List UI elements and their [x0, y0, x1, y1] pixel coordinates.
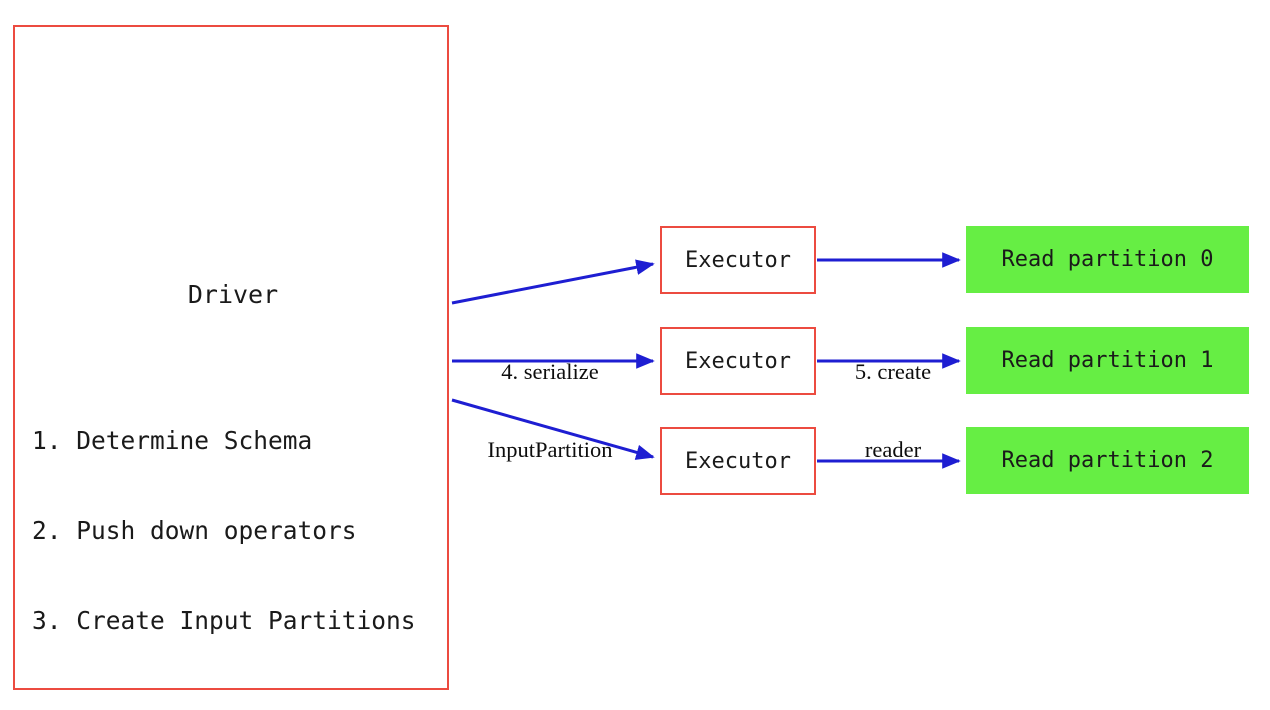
edge-label-create-reader-line-1: 5. create — [854, 359, 932, 384]
executor-label-0: Executor — [685, 247, 791, 273]
executor-label-1: Executor — [685, 348, 791, 374]
partition-box-2: Read partition 2 — [966, 427, 1249, 494]
partition-label-2: Read partition 2 — [1001, 448, 1214, 473]
partition-box-0: Read partition 0 — [966, 226, 1249, 293]
executor-box-1: Executor — [660, 327, 816, 395]
partition-label-1: Read partition 1 — [1001, 348, 1214, 373]
driver-step-1: 1. Determine Schema — [32, 426, 313, 455]
driver-title: Driver — [187, 280, 279, 309]
edge-label-serialize-line-2: InputPartition — [487, 437, 613, 462]
driver-steps-list: 1. Determine Schema 2. Push down operato… — [32, 366, 416, 696]
edge-label-serialize: 4. serialize InputPartition — [459, 307, 641, 515]
arrow-driver-to-executor-0 — [451, 259, 655, 305]
executor-label-2: Executor — [685, 448, 791, 474]
driver-box: Driver 1. Determine Schema 2. Push down … — [13, 25, 449, 690]
executor-box-2: Executor — [660, 427, 816, 495]
edge-label-serialize-line-1: 4. serialize — [501, 359, 599, 384]
driver-step-2: 2. Push down operators — [32, 516, 357, 545]
executor-box-0: Executor — [660, 226, 816, 294]
partition-label-0: Read partition 0 — [1001, 247, 1214, 272]
edge-label-create-reader: 5. create reader — [823, 307, 963, 515]
partition-box-1: Read partition 1 — [966, 327, 1249, 394]
driver-step-3: 3. Create Input Partitions — [32, 606, 416, 635]
edge-label-create-reader-line-2: reader — [864, 437, 922, 462]
